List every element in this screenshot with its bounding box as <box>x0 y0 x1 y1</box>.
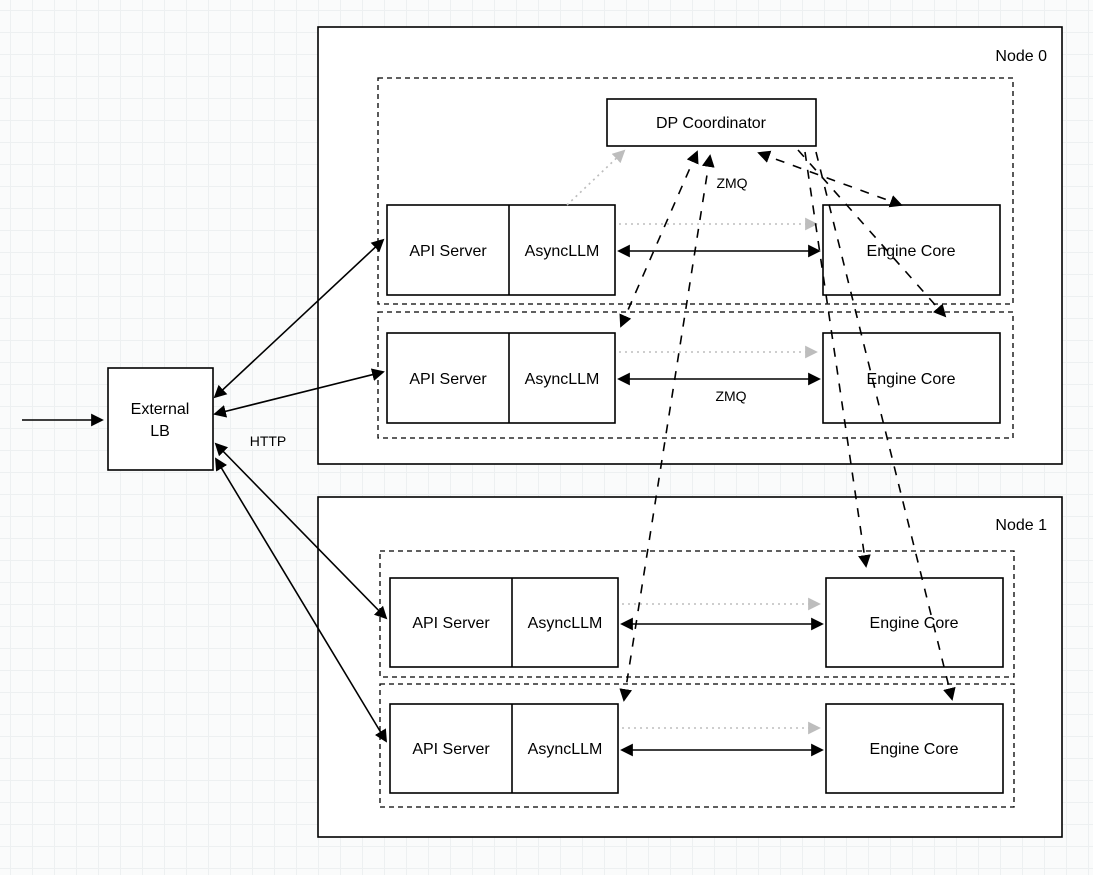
api-server-label-1: API Server <box>409 243 487 260</box>
dotted-asyncllm1-coordinator <box>566 149 626 206</box>
node0-rank0-dashed-box <box>377 77 1014 305</box>
api-server-box-2 <box>386 332 616 424</box>
api-server-label-3: API Server <box>412 615 490 632</box>
zmq-label-bottom: ZMQ <box>715 388 746 404</box>
arrow-lb-apiserver-2 <box>213 368 385 418</box>
dashed-coordinator-engine-1 <box>757 150 903 208</box>
asyncllm-label-2: AsyncLLM <box>525 371 600 388</box>
engine-core-box-1 <box>822 204 1001 296</box>
dashed-coordinator-engine-4 <box>815 151 956 701</box>
engine-core-label-2: Engine Core <box>867 371 956 388</box>
asyncllm-label-3: AsyncLLM <box>528 615 603 632</box>
arrow-lb-apiserver-4 <box>215 457 387 743</box>
http-label: HTTP <box>250 433 287 449</box>
zmq-label-top: ZMQ <box>716 175 747 191</box>
engine-core-label-1: Engine Core <box>867 243 956 260</box>
dp-coordinator-box <box>606 98 817 147</box>
external-lb-label-line2: LB <box>150 423 170 440</box>
external-lb-label-line1: External <box>131 401 190 418</box>
dashed-coordinator-engine-3 <box>804 151 871 568</box>
api-server-label-2: API Server <box>409 371 487 388</box>
api-server-box-3 <box>389 577 619 668</box>
engine-core-label-4: Engine Core <box>870 741 959 758</box>
engine-core-box-3 <box>825 577 1004 668</box>
api-server-label-4: API Server <box>412 741 490 758</box>
api-server-box-4 <box>389 703 619 794</box>
dp-coordinator-label: DP Coordinator <box>656 115 767 132</box>
asyncllm-label-1: AsyncLLM <box>525 243 600 260</box>
node1-title: Node 1 <box>995 517 1047 534</box>
engine-core-box-2 <box>822 332 1001 424</box>
node0-title: Node 0 <box>995 48 1047 65</box>
asyncllm-label-4: AsyncLLM <box>528 741 603 758</box>
dashed-coordinator-asyncllm-4 <box>619 154 715 702</box>
engine-core-label-3: Engine Core <box>870 615 959 632</box>
engine-core-box-4 <box>825 703 1004 794</box>
external-lb-box <box>107 367 214 471</box>
api-server-box-1 <box>386 204 616 296</box>
